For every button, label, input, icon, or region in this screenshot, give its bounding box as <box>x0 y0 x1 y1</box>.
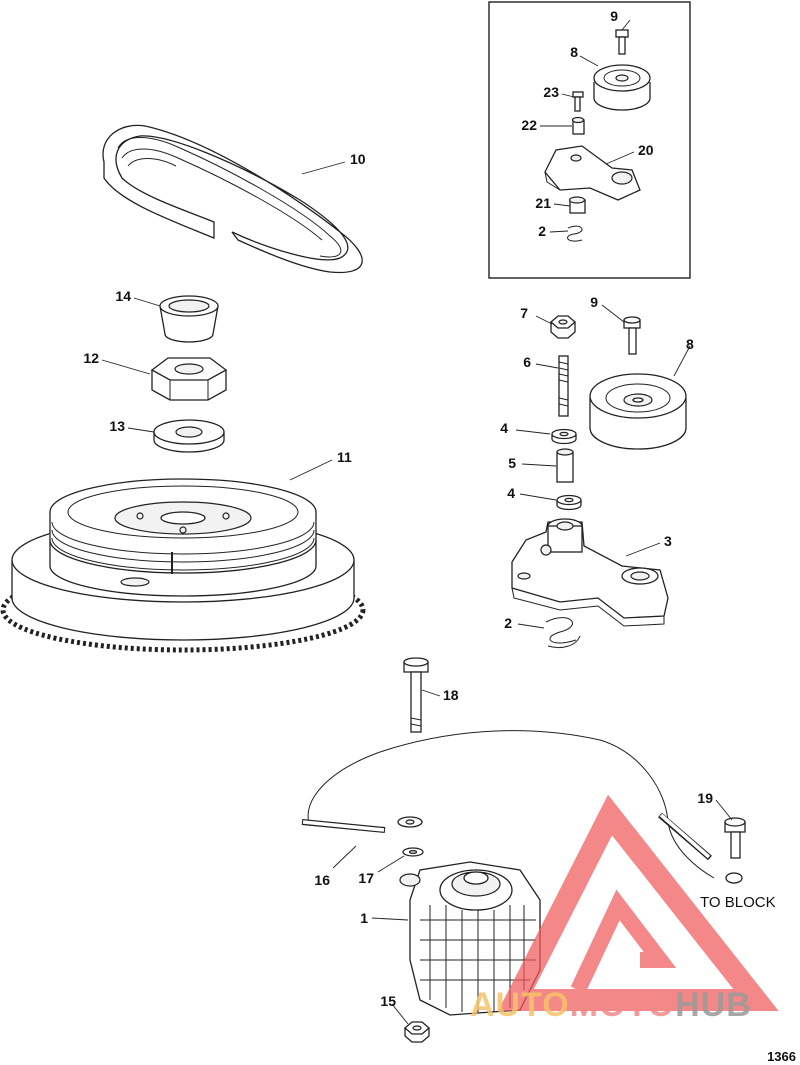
svg-text:AUTOMOTOHUB: AUTOMOTOHUB <box>470 986 752 1024</box>
callout-9: 9 <box>590 294 598 310</box>
inset-box <box>488 1 691 279</box>
part-idler-pulley-8-inset <box>593 64 651 111</box>
callout-1: 1 <box>360 910 368 926</box>
callout-8-inset: 8 <box>570 44 578 60</box>
callout-4-upper: 4 <box>500 420 508 436</box>
callout-5: 5 <box>508 455 516 471</box>
part-idler-pulley-8 <box>589 373 687 450</box>
to-block-note: TO BLOCK <box>700 894 776 911</box>
callout-10: 10 <box>350 151 366 167</box>
part-bolt-19 <box>724 817 746 859</box>
part-nut-7 <box>550 315 576 339</box>
callout-20: 20 <box>638 142 654 158</box>
callout-23: 23 <box>543 84 559 100</box>
callout-4-lower: 4 <box>507 485 515 501</box>
part-tensioner-arm-3 <box>511 518 669 627</box>
part-washer-4-upper <box>551 428 577 445</box>
callout-7: 7 <box>520 305 528 321</box>
callout-14: 14 <box>115 288 131 304</box>
part-washer-17 <box>402 847 424 857</box>
watermark-moto: MOTO <box>570 986 675 1024</box>
callout-12: 12 <box>83 350 99 366</box>
part-spring-2 <box>545 617 581 649</box>
part-bolt-9 <box>623 316 641 355</box>
part-tensioner-arm-20 <box>544 145 641 201</box>
callout-labels: 9 8 23 22 20 21 2 10 14 12 13 11 7 9 6 8… <box>83 8 796 1064</box>
figure-number: 1366 <box>767 1049 796 1064</box>
part-washer-4-lower <box>556 494 582 511</box>
watermark-logo-icon <box>498 794 779 1011</box>
callout-2-inset: 2 <box>538 223 546 239</box>
part-spring-2-inset <box>567 225 583 242</box>
part-stud-6 <box>558 355 569 417</box>
watermark-text: AUTOMOTOHUB <box>470 986 752 1024</box>
callout-18: 18 <box>443 687 459 703</box>
part-cable-16 <box>301 730 743 884</box>
callout-17: 17 <box>358 870 374 886</box>
callout-22: 22 <box>521 117 537 133</box>
part-spacer-5 <box>556 448 574 483</box>
callout-9-inset: 9 <box>610 8 618 24</box>
watermark-auto: AUTO <box>470 986 570 1024</box>
part-bolt-9-inset <box>615 29 629 55</box>
callout-16: 16 <box>314 872 330 888</box>
callout-8: 8 <box>686 336 694 352</box>
part-alternator-1 <box>399 861 541 1016</box>
leader-lines <box>101 19 733 1025</box>
callout-15: 15 <box>380 993 396 1009</box>
part-drive-belt-10 <box>102 124 363 274</box>
part-bolt-23 <box>572 91 584 112</box>
callout-11: 11 <box>337 449 352 465</box>
part-bushing-14 <box>159 295 219 343</box>
callout-13: 13 <box>109 418 125 434</box>
callout-19: 19 <box>697 790 713 806</box>
part-bolt-18 <box>403 657 429 733</box>
part-washer-13 <box>153 419 225 453</box>
callout-21: 21 <box>535 195 551 211</box>
part-bushing-21 <box>568 196 586 214</box>
part-flywheel-pulley-11 <box>0 478 366 653</box>
watermark-hub: HUB <box>675 986 752 1024</box>
part-nut-12 <box>150 357 228 401</box>
part-nut-15 <box>404 1021 430 1043</box>
callout-3: 3 <box>664 533 672 549</box>
callout-2: 2 <box>504 615 512 631</box>
callout-6: 6 <box>523 354 531 370</box>
part-spacer-22 <box>571 116 585 135</box>
